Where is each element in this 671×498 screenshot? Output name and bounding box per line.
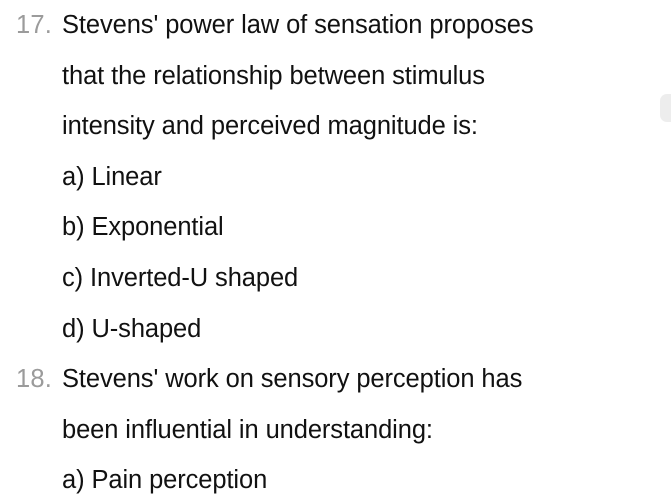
question-stem-line: 17. Stevens' power law of sensation prop…	[0, 0, 671, 51]
question-item-18: 18. Stevens' work on sensory perception …	[0, 354, 671, 498]
question-stem-line: that the relationship between stimulus	[0, 51, 671, 102]
answer-option-label: a) Linear	[62, 162, 162, 191]
question-stem-text: that the relationship between stimulus	[62, 61, 485, 90]
question-item-17: 17. Stevens' power law of sensation prop…	[0, 0, 671, 355]
question-stem-text: intensity and perceived magnitude is:	[62, 112, 478, 141]
question-stem-line: 18. Stevens' work on sensory perception …	[0, 354, 671, 405]
answer-option-label: c) Inverted-U shaped	[62, 263, 299, 292]
answer-option-a[interactable]: a) Pain perception	[0, 455, 671, 498]
question-stem-line: been influential in understanding:	[0, 405, 671, 456]
answer-option-a[interactable]: a) Linear	[0, 152, 671, 203]
answer-option-c[interactable]: c) Inverted-U shaped	[0, 253, 671, 304]
answer-option-b[interactable]: b) Exponential	[0, 202, 671, 253]
answer-option-label: b) Exponential	[62, 213, 224, 242]
question-stem-text: Stevens' work on sensory perception has	[62, 365, 523, 394]
question-stem-text: Stevens' power law of sensation proposes	[62, 11, 534, 39]
scrollbar-thumb[interactable]	[660, 94, 671, 122]
answer-option-label: d) U-shaped	[62, 314, 202, 343]
answer-option-label: a) Pain perception	[62, 466, 268, 495]
question-stem-line: intensity and perceived magnitude is:	[0, 101, 671, 152]
question-number-marker: 18.	[15, 365, 52, 394]
question-number-marker: 17.	[15, 11, 52, 39]
answer-option-d[interactable]: d) U-shaped	[0, 304, 671, 355]
question-stem-text: been influential in understanding:	[62, 415, 433, 444]
